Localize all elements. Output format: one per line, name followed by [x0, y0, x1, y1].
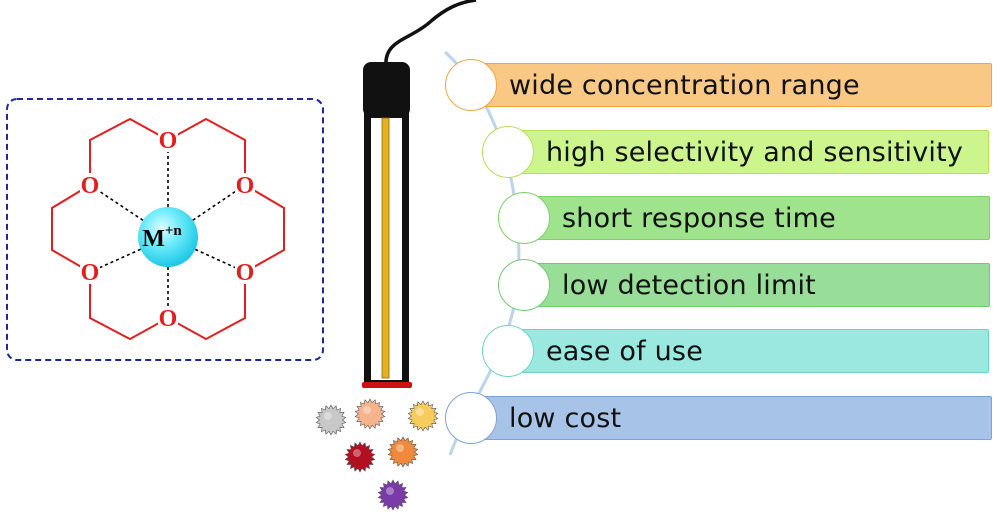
oxygen-atoms: O O O O O O	[80, 128, 255, 332]
oxygen-atom-label: O	[81, 260, 100, 286]
oxygen-backdrop	[235, 260, 255, 284]
dashed-frame	[6, 98, 324, 361]
oxygen-backdrop	[158, 306, 178, 330]
ion-highlight	[353, 449, 361, 457]
oxygen-atom-label: O	[81, 173, 100, 199]
metal-ion-label: M+n	[142, 223, 182, 252]
ion-particle	[354, 398, 386, 430]
ion-highlight	[324, 412, 332, 420]
metal-ion-sphere	[138, 207, 198, 267]
feature-bubble	[445, 59, 497, 111]
feature-bubble	[498, 259, 550, 311]
feature-bar: low cost	[472, 396, 992, 440]
ion-particle	[377, 479, 409, 511]
ion-highlight	[396, 444, 404, 452]
feature-bar: ease of use	[509, 329, 989, 373]
feature-bar: wide concentration range	[472, 63, 992, 107]
feature-label: low detection limit	[562, 269, 816, 301]
oxygen-backdrop	[80, 173, 100, 197]
oxygen-atom-label: O	[236, 260, 255, 286]
oxygen-atom-label: O	[159, 306, 178, 332]
ion-particles	[315, 398, 439, 511]
metal-charge: +n	[165, 223, 183, 239]
ion-highlight	[363, 406, 371, 414]
feature-label: short response time	[562, 202, 836, 234]
feature-bar: short response time	[525, 196, 990, 240]
oxygen-backdrop	[158, 128, 178, 152]
ion-highlight	[386, 487, 394, 495]
ion-particle	[315, 404, 347, 436]
oxygen-atom-label: O	[236, 173, 255, 199]
electrode-membrane	[362, 382, 412, 388]
ion-particle	[387, 436, 419, 468]
feature-bubble	[445, 392, 497, 444]
feature-bubble	[482, 325, 534, 377]
oxygen-backdrop	[80, 260, 100, 284]
ion-particle	[407, 400, 439, 432]
electrode-cap	[363, 62, 410, 117]
ion-highlight	[416, 408, 424, 416]
oxygen-atom-label: O	[159, 128, 178, 154]
electrode-core	[381, 117, 390, 379]
oxygen-backdrop	[235, 173, 255, 197]
feature-bar: high selectivity and sensitivity	[509, 130, 989, 174]
metal-symbol: M	[142, 226, 165, 252]
feature-bubble	[498, 192, 550, 244]
ion-particle	[344, 441, 376, 473]
feature-label: ease of use	[546, 335, 704, 367]
feature-label: high selectivity and sensitivity	[546, 136, 964, 168]
feature-bar: low detection limit	[525, 263, 990, 307]
electrode-cable	[384, 0, 477, 67]
feature-bubble	[482, 126, 534, 178]
feature-label: low cost	[509, 402, 622, 434]
feature-label: wide concentration range	[509, 69, 860, 101]
coordination-bond	[89, 184, 169, 238]
